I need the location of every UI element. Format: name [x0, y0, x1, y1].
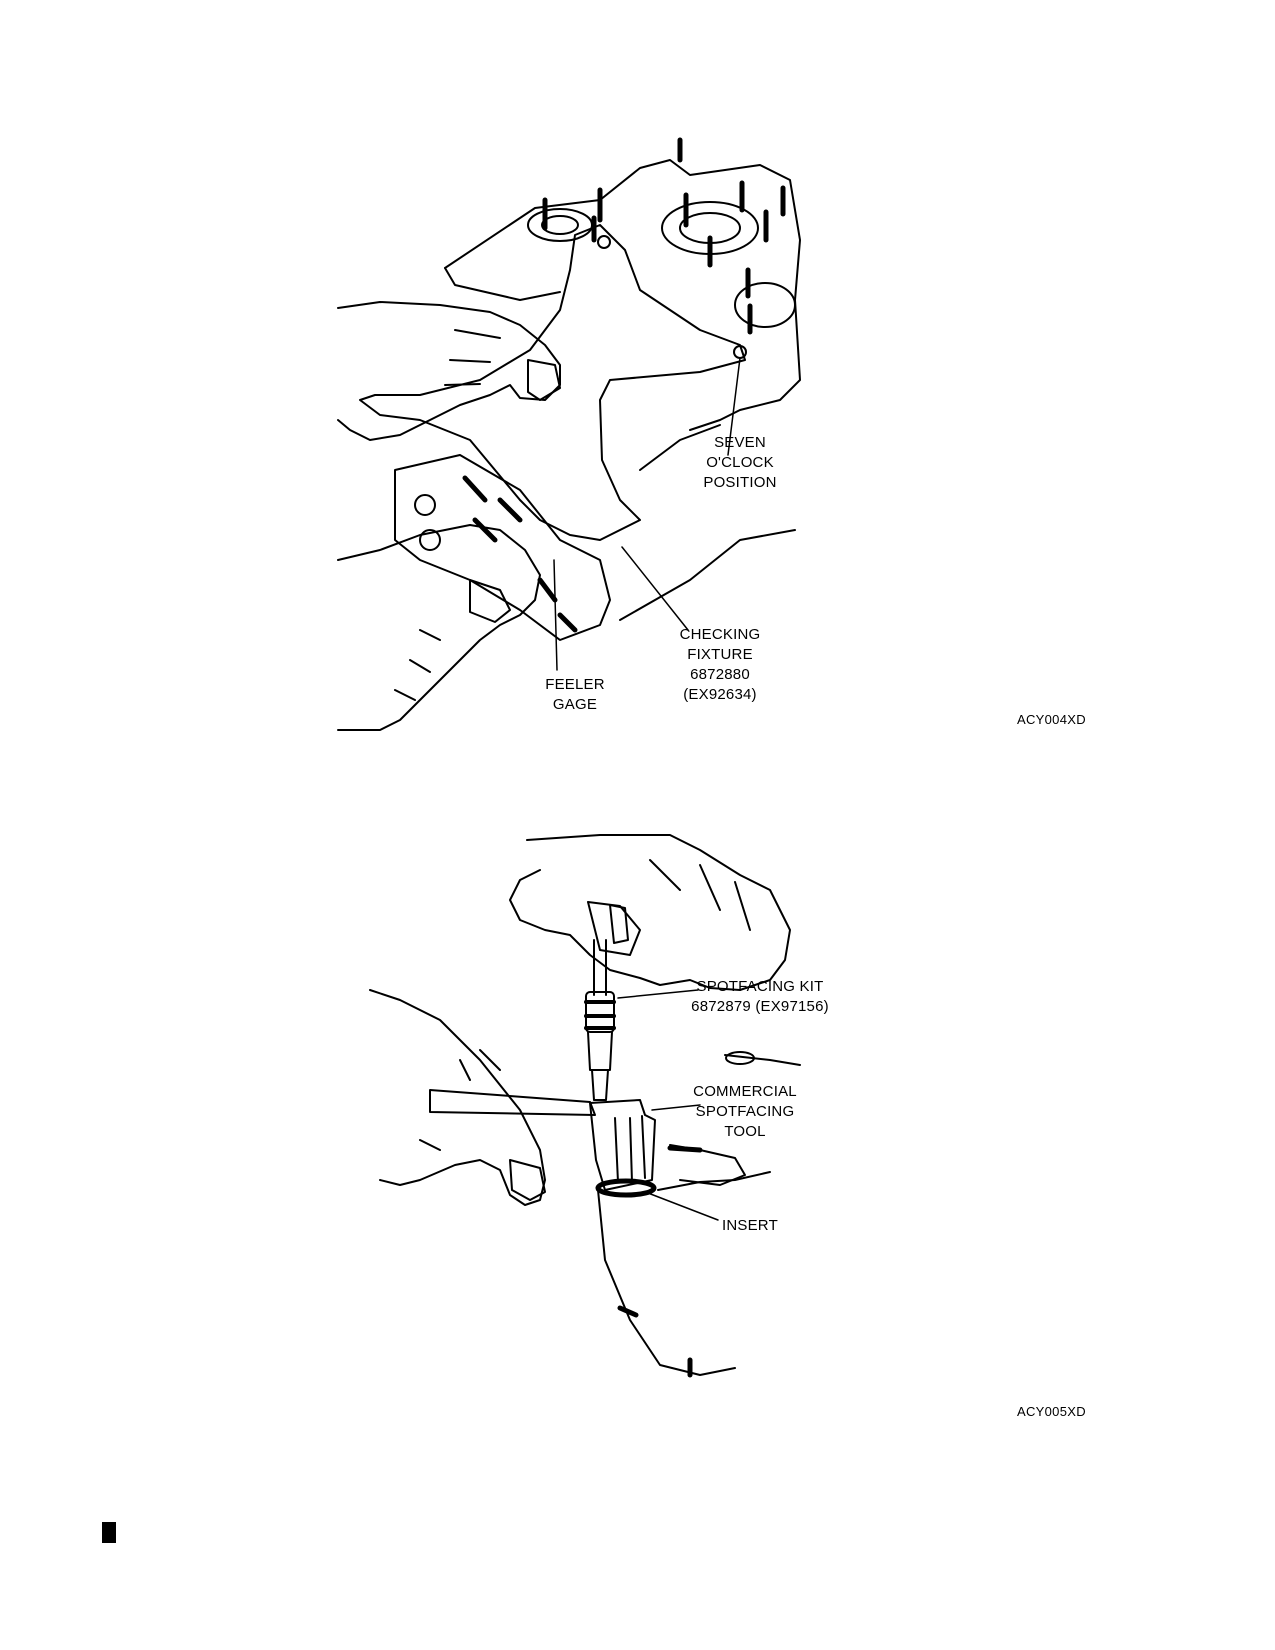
label-commercial-spotfacing-tool: COMMERCIAL SPOTFACING TOOL [693, 1083, 797, 1140]
illustration-checking-fixture [0, 0, 1275, 760]
figure-spotfacing: SPOTFACING KIT 6872879 (EX97156) COMMERC… [0, 820, 1275, 1420]
label-feeler-gage: FEELER GAGE [545, 676, 605, 713]
page-corner-mark [102, 1522, 116, 1543]
label-seven-oclock-position: SEVEN O'CLOCK POSITION [703, 434, 777, 491]
figure-checking-fixture: SEVEN O'CLOCK POSITION CHECKING FIXTURE … [0, 0, 1275, 760]
label-insert: INSERT [722, 1217, 778, 1234]
label-spotfacing-kit: SPOTFACING KIT 6872879 (EX97156) [691, 978, 829, 1015]
illustration-spotfacing [0, 820, 1275, 1420]
figure-code: ACY005XD [1017, 1404, 1086, 1419]
figure-code: ACY004XD [1017, 712, 1086, 727]
label-checking-fixture: CHECKING FIXTURE 6872880 (EX92634) [679, 626, 761, 703]
